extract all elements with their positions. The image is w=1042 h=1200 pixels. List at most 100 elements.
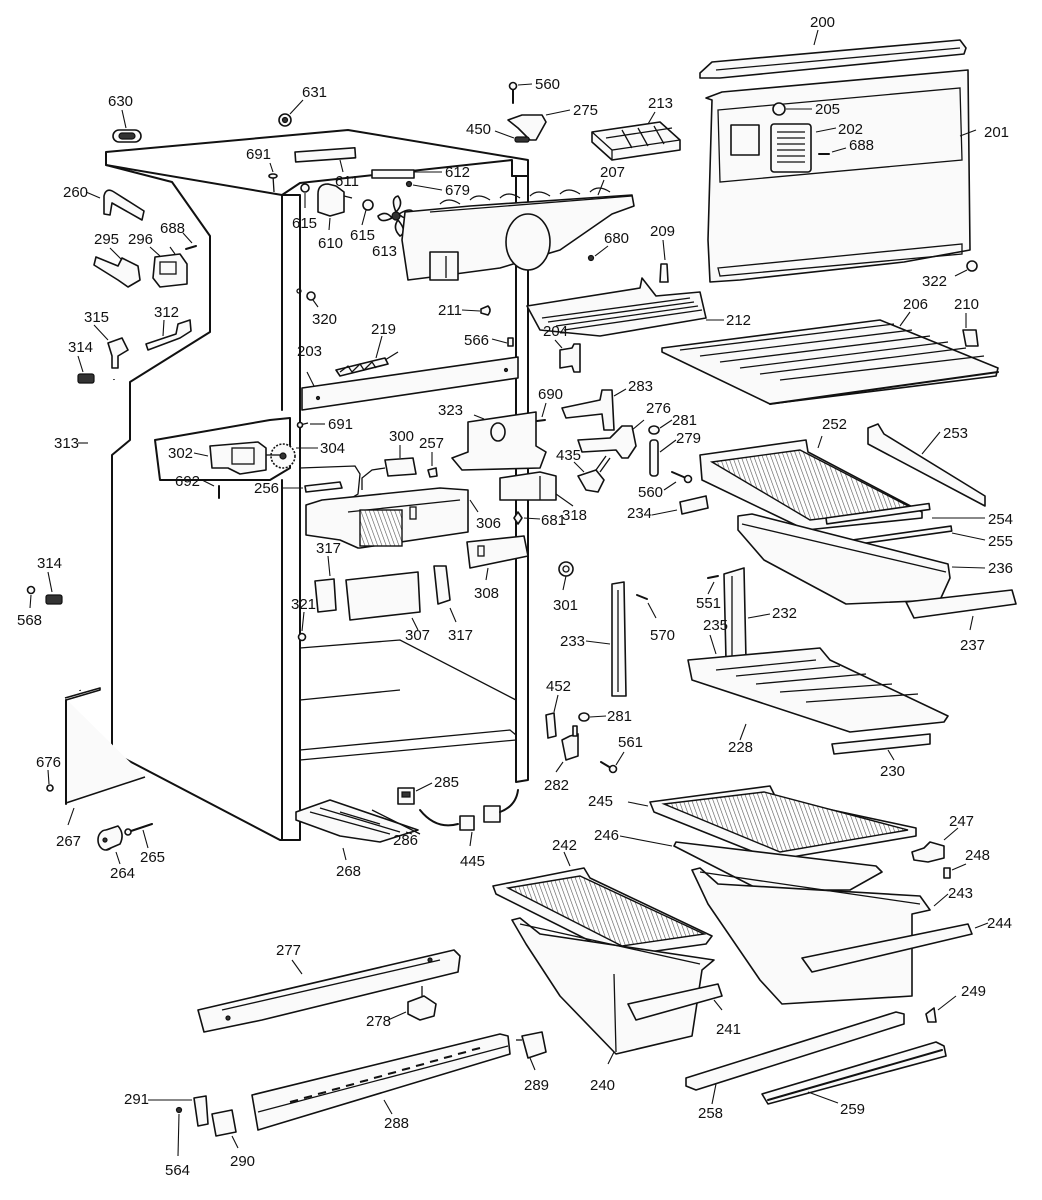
label-200: 200 (810, 14, 835, 31)
part-688-pin-door: 688 (818, 137, 874, 155)
label-560-hinge: 560 (638, 484, 663, 501)
label-561: 561 (618, 734, 643, 751)
part-322-plug: 322 (922, 260, 978, 290)
label-211: 211 (438, 302, 462, 319)
label-568: 568 (17, 612, 42, 629)
part-613-fan-blade: 613 (372, 195, 415, 260)
label-321: 321 (291, 596, 316, 613)
label-301: 301 (553, 597, 578, 614)
label-296: 296 (128, 231, 153, 248)
label-313: 313 (54, 435, 79, 452)
label-233: 233 (560, 633, 585, 650)
label-435: 435 (556, 447, 581, 464)
part-202-control-grill: 202 (770, 121, 863, 173)
part-317-clip-right: 317 (433, 565, 473, 644)
label-295: 295 (94, 231, 119, 248)
part-318-cover: 318 (499, 471, 587, 524)
part-314-clip-upper: 314 (68, 339, 95, 384)
label-202: 202 (838, 121, 863, 138)
part-290-end-cap: 290 (211, 1109, 255, 1170)
part-233-rail-left: 233 (560, 581, 627, 697)
label-279: 279 (676, 430, 701, 447)
label-288: 288 (384, 1115, 409, 1132)
part-570-screw: 570 (636, 594, 675, 644)
part-315-elbow: 315 (84, 309, 129, 369)
part-206-wire-shelf: 206 (661, 296, 999, 405)
label-610: 610 (318, 235, 343, 252)
part-245-glass-shelf: 245 (588, 785, 917, 861)
part-690-pin: 690 (536, 386, 563, 422)
part-278-roller-assembly: 278 (366, 986, 437, 1030)
part-247-bracket: 247 (911, 813, 974, 863)
label-318: 318 (562, 507, 587, 524)
label-452: 452 (546, 678, 571, 695)
part-253-shelf-bracket: 253 (867, 423, 986, 507)
label-247: 247 (949, 813, 974, 830)
label-314-upper: 314 (68, 339, 93, 356)
label-692: 692 (175, 473, 200, 490)
part-452-bracket: 452 (545, 678, 571, 739)
part-242-glass-shelf: 242 (492, 837, 713, 957)
part-255-trim: 255 (851, 525, 1013, 550)
part-688-pin-left: 688 (160, 220, 197, 250)
label-314-lower: 314 (37, 555, 62, 572)
part-276-hinge: 276 (577, 400, 671, 459)
label-560-top: 560 (535, 76, 560, 93)
label-252: 252 (822, 416, 847, 433)
part-200-vent-strip: 200 (699, 14, 967, 79)
part-681-screw: 681 (513, 511, 566, 529)
part-267-panel: 267 (56, 687, 146, 850)
label-307: 307 (405, 627, 430, 644)
part-568-screw: 568 (17, 585, 42, 629)
label-259: 259 (840, 1101, 865, 1118)
part-260-tube: 260 (63, 184, 145, 221)
part-680-screw: 680 (587, 230, 629, 262)
part-611-harness: 611 (294, 147, 359, 190)
label-320: 320 (312, 311, 337, 328)
label-278: 278 (366, 1013, 391, 1030)
part-435-cam: 435 (556, 447, 611, 493)
label-255: 255 (988, 533, 1013, 550)
part-691-screw-mid: 691 (296, 416, 353, 433)
part-219-heater: 219 (335, 321, 399, 377)
part-212-ice-shelf: 212 (526, 277, 751, 337)
label-267: 267 (56, 833, 81, 850)
part-313-drain-tube: 313 (54, 379, 118, 691)
part-679-screw: 679 (405, 180, 470, 199)
label-564: 564 (165, 1162, 190, 1179)
part-615-washer-left: 615 (292, 183, 317, 232)
door-window-opening (730, 124, 760, 156)
label-237: 237 (960, 637, 985, 654)
part-207-evaporator-cover: 207 (401, 164, 635, 281)
label-283: 283 (628, 378, 653, 395)
part-281-bushing-lower: 281 (578, 708, 632, 725)
label-613: 613 (372, 243, 397, 260)
part-295-latch: 295 (93, 231, 141, 288)
part-235-shelf-bracket: 235 (703, 617, 728, 655)
label-611: 611 (335, 173, 359, 190)
label-210: 210 (954, 296, 979, 313)
label-450: 450 (466, 121, 491, 138)
part-676-screw: 676 (36, 754, 61, 792)
part-230-trim: 230 (831, 733, 931, 780)
part-249-stop: 249 (925, 983, 986, 1023)
label-308: 308 (474, 585, 499, 602)
label-277: 277 (276, 942, 301, 959)
part-283-hinge: 283 (561, 378, 653, 431)
part-254-trim: 254 (825, 502, 1013, 528)
cabinet-body (105, 129, 529, 841)
label-551: 551 (696, 595, 721, 612)
part-296-cover: 296 (128, 231, 188, 288)
part-304-dial: 304 (266, 440, 345, 469)
label-244: 244 (987, 915, 1012, 932)
label-631: 631 (302, 84, 327, 101)
part-264-roller: 264 (97, 825, 135, 882)
label-242: 242 (552, 837, 577, 854)
label-248: 248 (965, 847, 990, 864)
part-692-screw: 692 (175, 473, 220, 499)
part-201-door-liner: 201 (705, 69, 1009, 283)
label-206: 206 (903, 296, 928, 313)
part-275-hinge: 275 (507, 102, 598, 141)
label-304: 304 (320, 440, 345, 457)
